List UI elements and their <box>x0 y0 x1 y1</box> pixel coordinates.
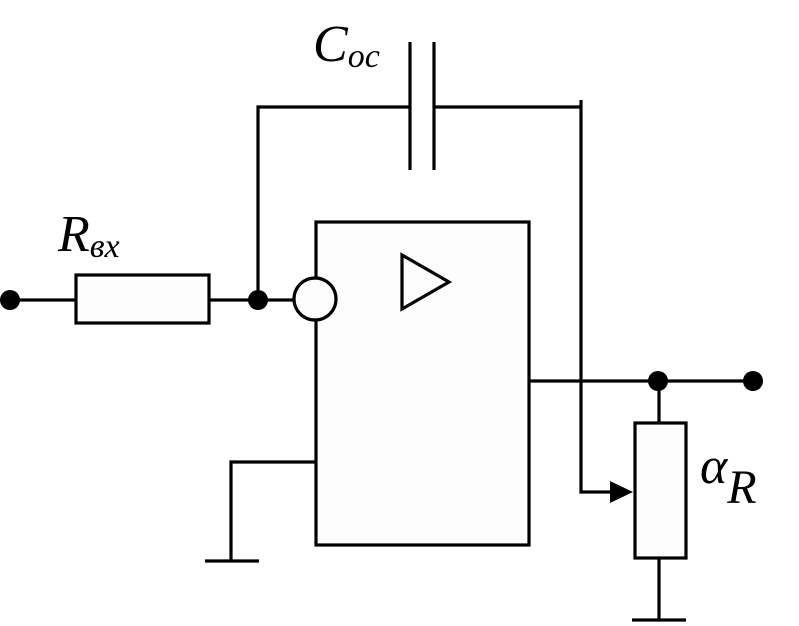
input-resistor <box>74 273 211 325</box>
potentiometer-label-main: α <box>700 438 729 495</box>
amplifier-triangle-icon <box>400 252 453 312</box>
potentiometer <box>633 421 688 560</box>
inverting-input-circle <box>292 276 338 322</box>
input-resistor-label-main: R <box>57 206 90 263</box>
feedback-wire-left <box>256 105 410 300</box>
wiper-arrow-icon <box>610 481 633 503</box>
output-terminal <box>743 371 763 391</box>
op-amp-body <box>314 220 531 547</box>
input-resistor-label-sub: вх <box>90 228 120 265</box>
potentiometer-label-sub: R <box>726 461 756 514</box>
capacitor-label-sub: ос <box>348 38 380 75</box>
capacitor-label-main: C <box>313 16 349 73</box>
input-resistor-label: Rвх <box>57 206 120 265</box>
capacitor-label: Cос <box>313 16 380 75</box>
ground-wire-opamp <box>229 460 316 561</box>
feedback-tap-wire <box>579 100 612 494</box>
potentiometer-label: αR <box>700 438 757 514</box>
